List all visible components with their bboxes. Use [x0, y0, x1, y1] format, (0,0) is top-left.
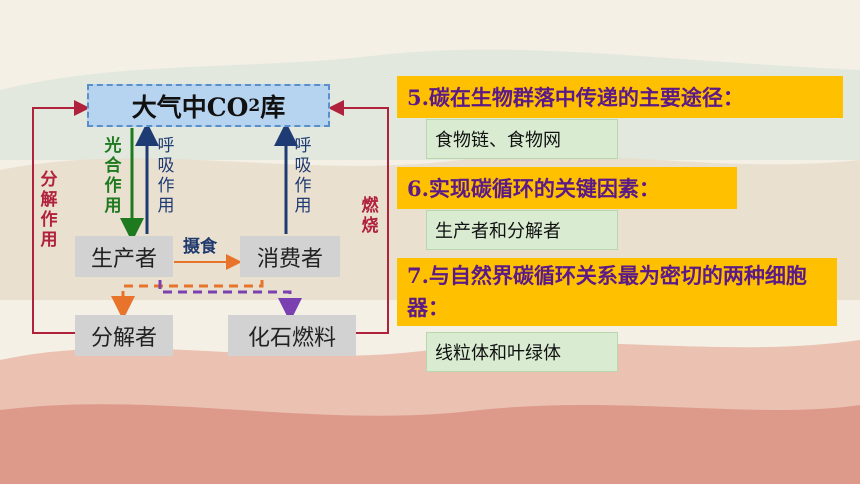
atmosphere-prefix: 大气中CO	[131, 92, 249, 122]
respiration-consumer-label: 呼吸作用	[294, 136, 312, 216]
decomposition-arrow	[32, 100, 90, 334]
question-6: 6.实现碳循环的关键因素：	[397, 167, 737, 209]
combustion-label: 燃烧	[361, 196, 379, 236]
answer-5: 食物链、食物网	[426, 119, 618, 159]
question-7: 7.与自然界碳循环关系最为密切的两种细胞器：	[397, 258, 837, 326]
combustion-arrow	[328, 100, 389, 334]
producer-to-fossil-arrow	[158, 280, 302, 322]
producer-box: 生产者	[75, 236, 173, 277]
atmosphere-subscript: 2	[248, 95, 261, 116]
respiration-producer-label: 呼吸作用	[157, 136, 175, 216]
photosynthesis-label: 光合作用	[104, 136, 122, 216]
question-5: 5.碳在生物群落中传递的主要途径：	[397, 76, 843, 118]
answer-6: 生产者和分解者	[426, 210, 618, 250]
decomposition-label: 分解作用	[40, 170, 58, 250]
answer-7: 线粒体和叶绿体	[426, 332, 618, 372]
decomposer-box: 分解者	[75, 315, 173, 356]
fossil-fuel-box: 化石燃料	[228, 315, 356, 356]
consumer-to-decomposer-arrow	[111, 280, 264, 320]
ingestion-label: 摄食	[183, 237, 217, 257]
consumer-box: 消费者	[240, 236, 340, 277]
atmosphere-suffix: 库	[260, 92, 286, 122]
